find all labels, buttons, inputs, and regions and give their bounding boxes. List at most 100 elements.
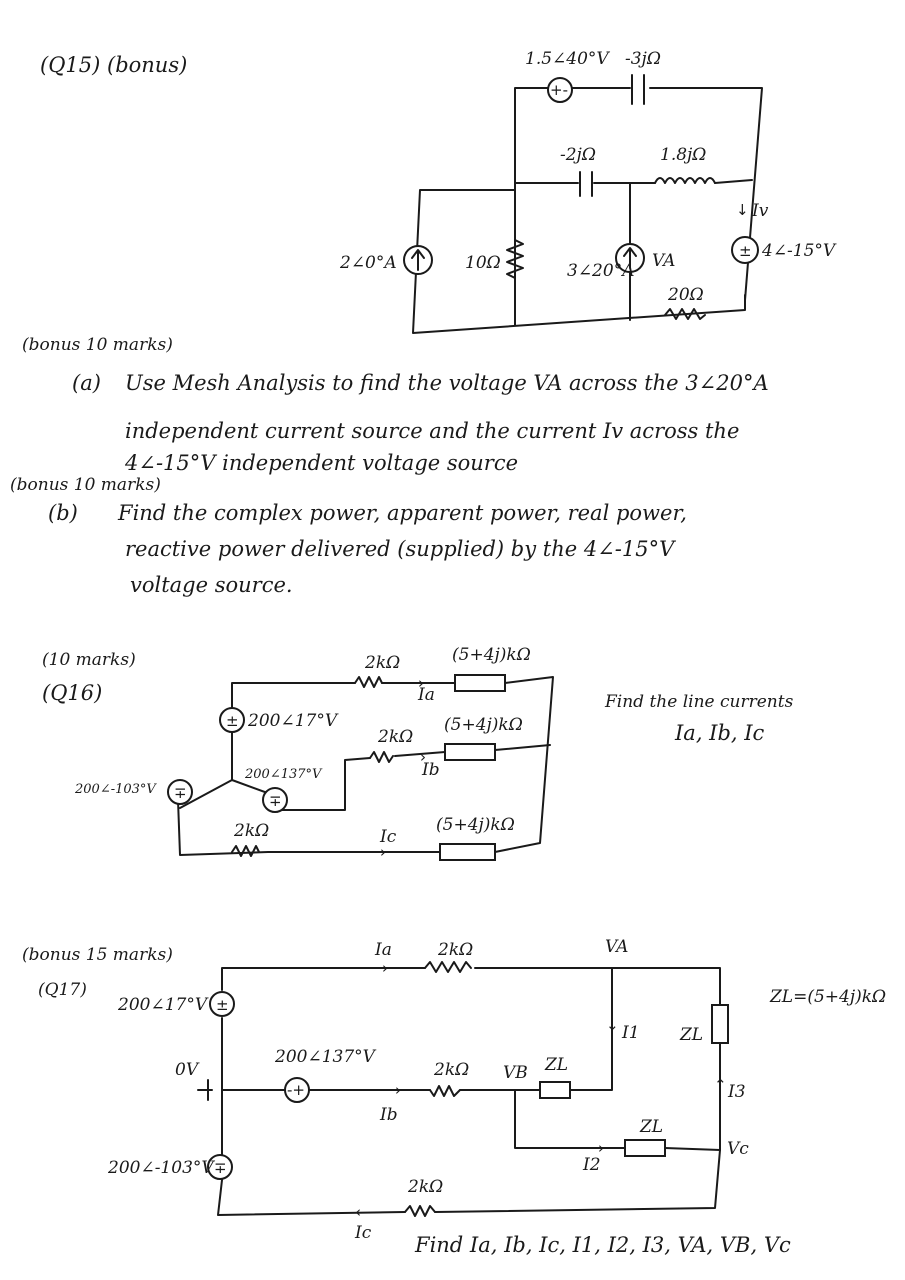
q15-va-label: VA xyxy=(652,251,675,271)
q17-i3-label: I3 xyxy=(727,1082,746,1102)
q15-right-voltage-source xyxy=(731,236,759,264)
q15-part-a-line2: independent current source and the curre… xyxy=(125,419,739,443)
q15-inductor xyxy=(654,177,716,184)
q15-inductor-label: 1.8jΩ xyxy=(660,145,706,165)
q16-ia-arrow-icon: › xyxy=(418,674,424,692)
q15-top-capacitor xyxy=(631,74,645,105)
q15-part-a-line3: 4∠-15°V independent voltage source xyxy=(124,451,518,475)
q15-text: (bonus 10 marks) (a) Use Mesh Analysis t… xyxy=(10,335,769,597)
q17-ic-arrow-icon: ‹ xyxy=(355,1203,361,1221)
q15-left-source-label: 2∠0°A xyxy=(339,253,397,273)
q15-part-b-label: (b) xyxy=(48,501,78,525)
q15-mid-capacitor xyxy=(579,171,593,197)
q15-iv-arrow-icon: ↓ xyxy=(736,201,749,219)
q16-resistor-a-label: 2kΩ xyxy=(364,653,400,673)
q17-i2-label: I2 xyxy=(582,1155,601,1175)
q16-impedance-b-label: (5+4j)kΩ xyxy=(444,715,523,735)
q17-zl2-label: ZL xyxy=(544,1055,568,1075)
q16-task-line1: Find the line currents xyxy=(604,692,794,712)
q17-source-b xyxy=(284,1077,310,1103)
q17-ground-icon xyxy=(197,1079,213,1101)
q17-source-c xyxy=(207,1154,233,1180)
q15-plus-minus-icon-2: ± xyxy=(739,242,752,260)
q15-mid-capacitor-label: -2jΩ xyxy=(560,145,596,165)
q17-zl1-label: ZL xyxy=(679,1025,703,1045)
q15-circuit: (Q15) (bonus) +- 1.5∠40°V -3jΩ -2jΩ 1.8j… xyxy=(40,49,837,334)
q17-resistor-c-label: 2kΩ xyxy=(407,1177,443,1197)
q16-ic-label: Ic xyxy=(379,827,397,847)
q15-up-arrow-icon xyxy=(411,249,425,271)
q17-line-b-wire xyxy=(221,967,613,1091)
q16-plus-minus-icon: ± xyxy=(226,712,239,730)
q15-top-loop-wire xyxy=(514,87,763,326)
q17-plus-minus-icon: ± xyxy=(216,996,229,1014)
q16-impedance-c-label: (5+4j)kΩ xyxy=(436,815,515,835)
q17-impedance-zl-1 xyxy=(711,1004,729,1044)
q16-ib-label: Ib xyxy=(421,760,440,780)
q16-task-line2: Ia, Ib, Ic xyxy=(674,721,765,745)
q17-branch-wire xyxy=(514,1041,721,1151)
q16-impedance-c xyxy=(439,843,496,861)
q17-ib-label: Ib xyxy=(379,1105,398,1125)
q16-plus-minus-icon-3: ∓ xyxy=(174,784,187,802)
q17-task: Find Ia, Ib, Ic, I1, I2, I3, VA, VB, Vc xyxy=(414,1233,791,1257)
q17-resistor-a-label: 2kΩ xyxy=(437,940,473,960)
q16-plus-minus-icon-2: ∓ xyxy=(269,792,282,810)
q17-source-b-label: 200∠137°V xyxy=(274,1047,377,1067)
q15-right-source-label: 4∠-15°V xyxy=(761,241,837,261)
q15-top-capacitor-label: -3jΩ xyxy=(625,49,661,69)
q15-resistor-20 xyxy=(664,308,706,320)
q17-ic-label: Ic xyxy=(354,1223,372,1243)
q15-part-b-line2: reactive power delivered (supplied) by t… xyxy=(125,537,676,561)
q17-resistor-c xyxy=(404,1205,436,1217)
q17-node-va-label: VA xyxy=(605,937,628,957)
q17-marks: (bonus 15 marks) xyxy=(22,945,173,965)
q17-zl-definition: ZL=(5+4j)kΩ xyxy=(769,987,886,1007)
q17-resistor-a xyxy=(424,961,472,973)
q16-ia-label: Ia xyxy=(417,685,435,705)
q17-minus-plus-icon: -+ xyxy=(287,1081,305,1099)
q16-resistor-c-label: 2kΩ xyxy=(233,821,269,841)
q17-i1-arrow-icon: ↓ xyxy=(606,1016,619,1034)
q17-node-vc-label: Vc xyxy=(727,1139,749,1159)
q17-source-a xyxy=(209,991,235,1017)
q16-resistor-b xyxy=(369,751,394,763)
q16-loop-b-wire xyxy=(274,744,551,811)
q15-top-source-label: 1.5∠40°V xyxy=(525,49,610,69)
q17-i2-arrow-icon: › xyxy=(598,1139,604,1157)
q16-circuit: (10 marks) (Q16) ± 200∠17°V ∓ 200∠137°V … xyxy=(42,645,794,861)
q15-part-a-line1: Use Mesh Analysis to find the voltage VA… xyxy=(125,371,769,395)
q15-resistor-20-label: 20Ω xyxy=(667,285,704,305)
q17-node-vb-label: VB xyxy=(503,1063,528,1083)
q17-ia-arrow-icon: › xyxy=(382,959,388,977)
q15-iv-label: Iv xyxy=(751,201,769,221)
q16-source-b xyxy=(262,787,288,813)
q16-impedance-a-label: (5+4j)kΩ xyxy=(452,645,531,665)
q15-marks-b: (bonus 10 marks) xyxy=(10,475,161,495)
q16-loop-a-wire xyxy=(177,676,554,856)
q17-left-rail-wire xyxy=(217,1017,721,1216)
q15-up-arrow-icon-2 xyxy=(623,247,637,269)
q17-heading: (Q17) xyxy=(38,980,87,1000)
q16-resistor-a xyxy=(354,676,383,688)
q15-plus-minus-icon: +- xyxy=(550,81,568,99)
q15-resistor-10 xyxy=(506,239,524,279)
q17-impedance-zl-2 xyxy=(539,1081,571,1099)
q15-part-b-line3: voltage source. xyxy=(130,573,293,597)
q17-impedance-zl-3 xyxy=(624,1139,666,1157)
q17-zl3-label: ZL xyxy=(639,1117,663,1137)
q16-source-c xyxy=(167,779,193,805)
q16-ic-arrow-icon: › xyxy=(380,843,386,861)
q16-heading: (Q16) xyxy=(42,681,102,705)
q17-source-c-label: 200∠-103°V xyxy=(107,1158,215,1178)
q16-resistor-b-label: 2kΩ xyxy=(377,727,413,747)
q17-resistor-b-label: 2kΩ xyxy=(433,1060,469,1080)
q15-mid-wire xyxy=(514,179,753,184)
q16-source-c-label: 200∠-103°V xyxy=(74,782,157,797)
q16-impedance-a xyxy=(454,674,506,692)
q17-ib-arrow-icon: › xyxy=(395,1081,401,1099)
q16-source-a-label: 200∠17°V xyxy=(247,711,339,731)
q15-marks-a: (bonus 10 marks) xyxy=(22,335,173,355)
